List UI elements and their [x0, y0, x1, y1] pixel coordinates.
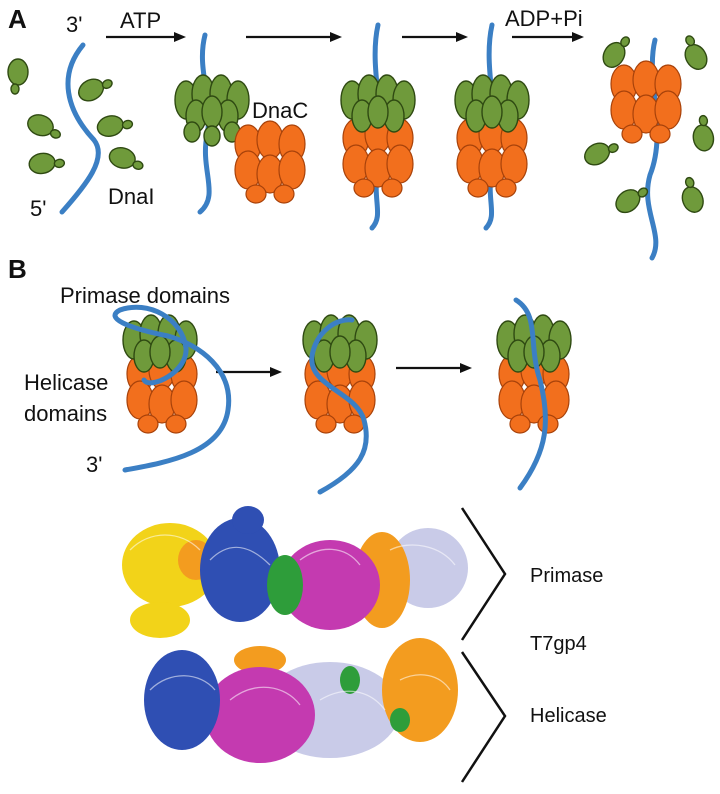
- arrow-step-3: [402, 32, 468, 42]
- dna-strand-b2: [309, 317, 369, 495]
- dnai-monomer: [675, 32, 712, 74]
- dna-strand-b3: [513, 297, 548, 491]
- label-dnac: DnaC: [252, 98, 308, 123]
- label-atp: ATP: [120, 8, 161, 33]
- ribbon-green-region: [267, 555, 410, 732]
- label-helicase-domains-1: Helicase: [24, 370, 108, 395]
- label-5prime-a: 5': [30, 196, 46, 221]
- dnai-monomer: [598, 30, 635, 72]
- t7gp4-ribbon-structure: [122, 506, 468, 763]
- dnai-monomer: [580, 133, 622, 170]
- dnai-monomer: [689, 113, 717, 154]
- bracket-primase: [460, 507, 507, 641]
- dna-strand-b1: [112, 304, 232, 473]
- label-primase-domains: Primase domains: [60, 283, 230, 308]
- dnai-monomer: [74, 69, 116, 106]
- label-dnai: DnaI: [108, 184, 154, 209]
- dnac-hexamer-stage-5: [610, 60, 682, 144]
- ribbon-blue-region: [144, 506, 280, 750]
- arrow-b-2: [396, 363, 472, 373]
- dnai-monomer: [7, 58, 29, 95]
- label-helicase-domains-2: domains: [24, 401, 107, 426]
- dnai-monomer: [26, 149, 67, 177]
- label-adp-pi: ADP+Pi: [505, 6, 583, 31]
- dnai-monomer: [24, 110, 66, 143]
- dnai-monomer: [94, 110, 135, 140]
- arrow-b-1: [216, 367, 282, 377]
- ribbon-texture-lines: [129, 534, 456, 711]
- arrow-adp-pi: [512, 32, 584, 42]
- ribbon-magenta-region: [205, 540, 380, 763]
- bracket-helicase: [460, 651, 507, 783]
- dna-strand-stage-1: [59, 42, 101, 215]
- panel-label-b: B: [8, 254, 27, 284]
- dnac-hexamer-free: [234, 120, 306, 204]
- dnai-monomer: [610, 178, 652, 218]
- label-structure-primase: Primase: [530, 565, 603, 587]
- dnai-monomer: [106, 144, 147, 174]
- label-3prime-a: 3': [66, 12, 82, 37]
- panel-label-a: A: [8, 4, 27, 34]
- label-structure-name: T7gp4: [530, 633, 587, 655]
- arrow-atp: [106, 32, 186, 42]
- label-structure-helicase: Helicase: [530, 705, 607, 727]
- arrow-step-2: [246, 32, 342, 42]
- dnai-monomer: [675, 174, 708, 216]
- label-3prime-b: 3': [86, 452, 102, 477]
